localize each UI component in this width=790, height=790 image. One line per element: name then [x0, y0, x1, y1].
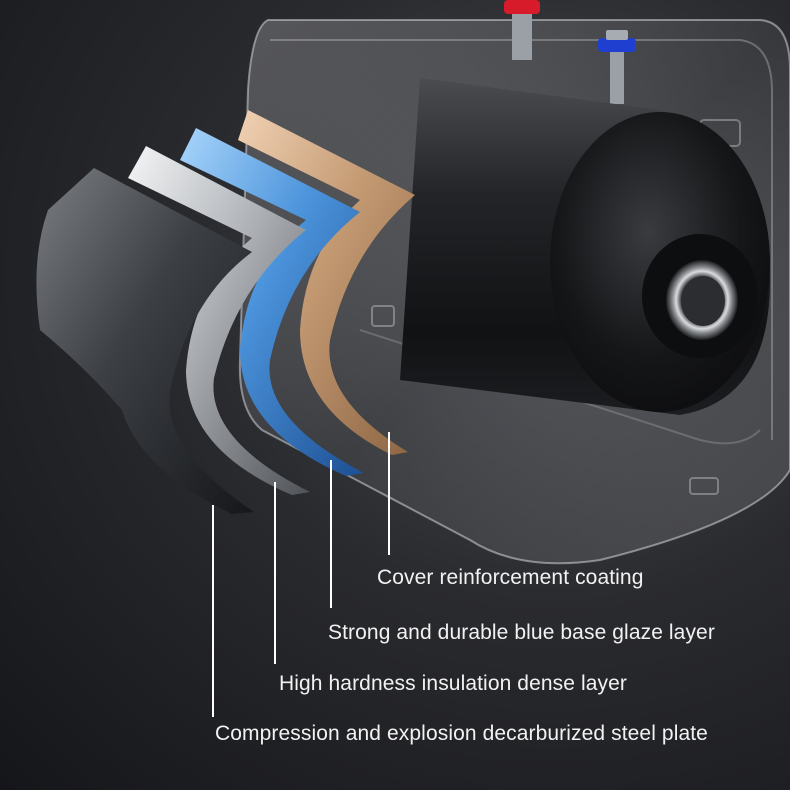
blue-glaze-layer — [180, 128, 364, 476]
leader-lines — [212, 432, 390, 717]
steel-plate-layer — [36, 168, 254, 514]
cold-water-inlet-fitting — [598, 30, 636, 104]
label-steel-plate: Compression and explosion decarburized s… — [215, 722, 708, 745]
hot-water-inlet-fitting — [504, 0, 540, 60]
cover-coating-layer — [238, 110, 415, 455]
inner-tank-cylinder — [400, 78, 770, 415]
insulation-layer — [128, 146, 310, 495]
label-blue-glaze: Strong and durable blue base glaze layer — [328, 621, 715, 644]
label-insulation: High hardness insulation dense layer — [279, 672, 627, 695]
label-cover-coating: Cover reinforcement coating — [377, 566, 644, 589]
